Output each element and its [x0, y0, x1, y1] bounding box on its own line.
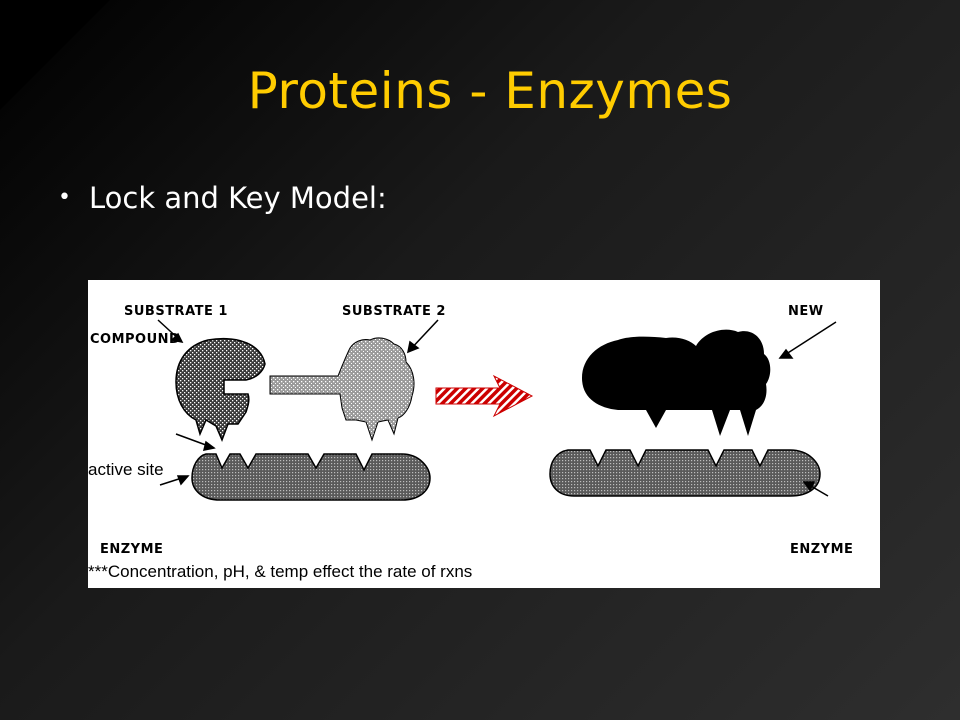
reaction-arrow-icon [435, 374, 534, 418]
bullet-item: • Lock and Key Model: [58, 176, 387, 220]
new-label: NEW [788, 304, 824, 319]
lock-and-key-diagram: SUBSTRATE 1 SUBSTRATE 2 COMPOUND NEW act… [88, 280, 880, 588]
bullet-dot-icon: • [58, 185, 71, 210]
enzyme-left-shape [191, 453, 431, 501]
substrate-2-label: SUBSTRATE 2 [342, 304, 446, 319]
enzyme-right-label: ENZYME [790, 542, 854, 557]
bullet-text: Lock and Key Model: [88, 181, 387, 215]
slide-corner-accent [0, 0, 110, 110]
diagram-graphic [157, 319, 837, 501]
enzyme-right-shape [549, 449, 821, 497]
substrate-1-label: SUBSTRATE 1 [124, 304, 228, 319]
substrate-1-shape [175, 337, 266, 443]
pointer-arrows [157, 319, 837, 497]
enzyme-left-label: ENZYME [100, 542, 164, 557]
substrate-2-shape [269, 337, 415, 442]
conditions-note: ***Concentration, pH, & temp effect the … [88, 562, 473, 581]
new-compound-shape [582, 329, 771, 436]
slide-title: Proteins - Enzymes [247, 62, 733, 120]
compound-label: COMPOUND [90, 332, 181, 347]
active-site-label: active site [88, 460, 164, 479]
